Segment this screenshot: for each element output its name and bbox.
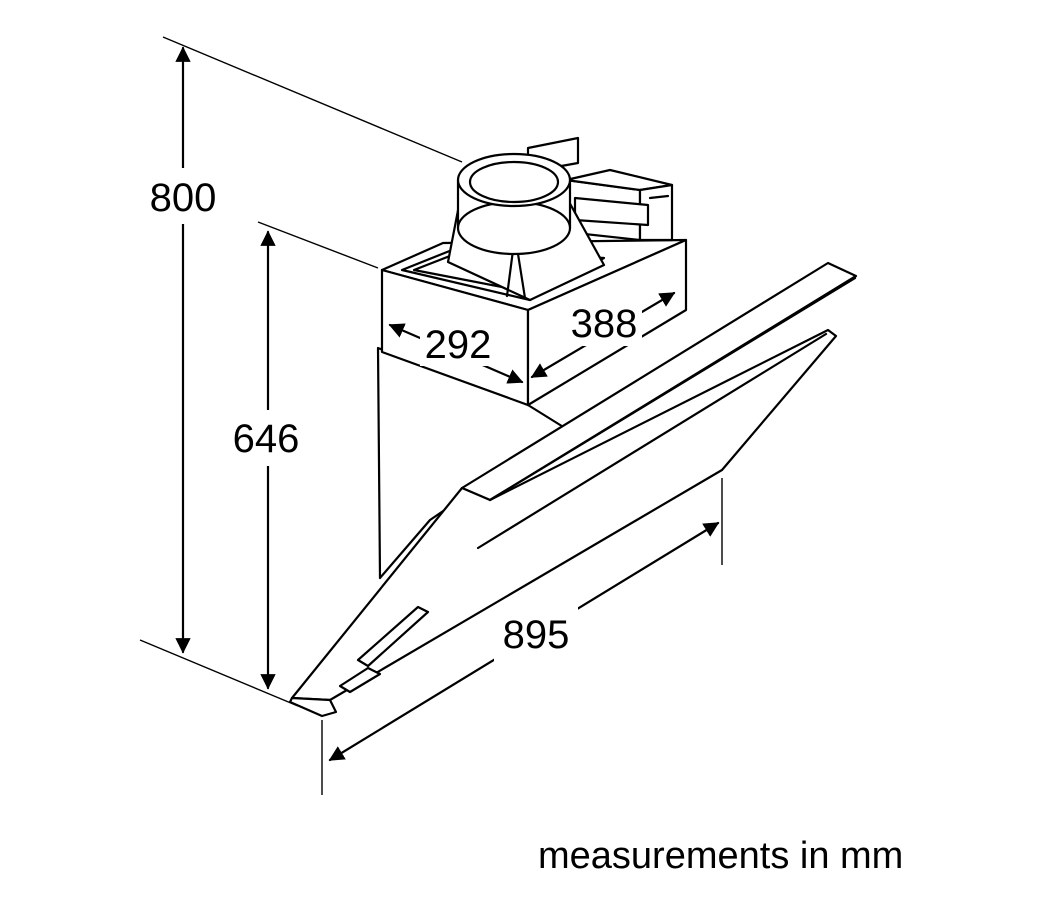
- electronics-box: [526, 136, 674, 242]
- dimension-800-label: 800: [150, 176, 217, 220]
- dimension-895-label: 895: [503, 613, 570, 657]
- dimension-292-label: 292: [425, 323, 492, 367]
- dimension-800: 800: [146, 46, 220, 654]
- dimension-388-label: 388: [571, 302, 638, 346]
- dimension-646-label: 646: [233, 417, 300, 461]
- dimension-895: 895: [328, 521, 720, 762]
- measurements-caption: measurements in mm: [538, 835, 904, 877]
- dimension-388: 388: [530, 291, 676, 379]
- dimension-292: 292: [388, 322, 524, 384]
- dimension-646: 646: [228, 230, 306, 690]
- exhaust-collar: [446, 152, 606, 302]
- extension-lines: [139, 36, 723, 795]
